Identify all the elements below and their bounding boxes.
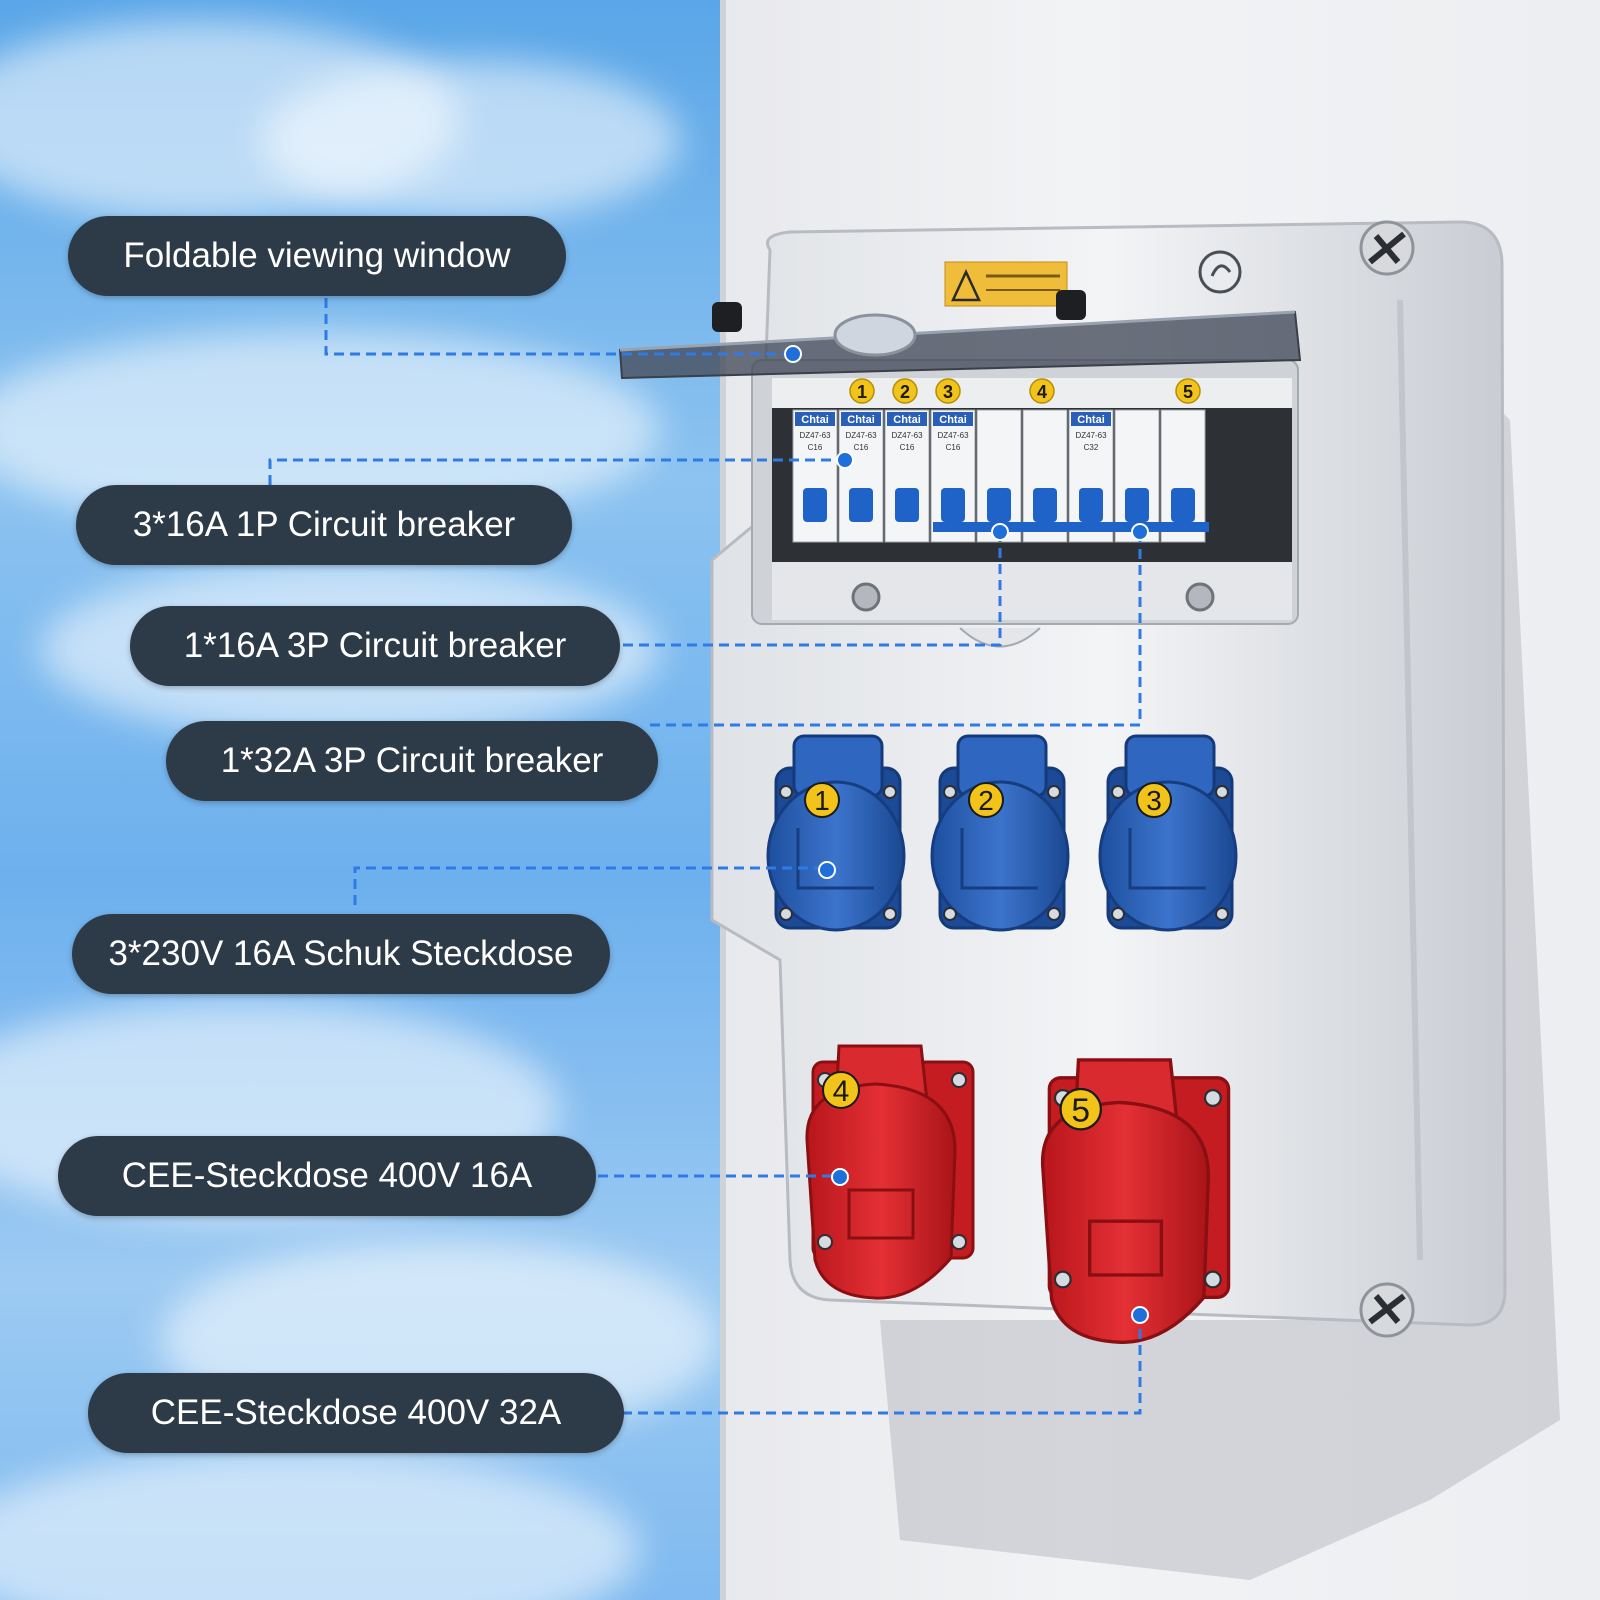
breaker-brand: Chtai — [1077, 414, 1105, 426]
breaker-toggle — [1125, 488, 1149, 522]
schuko-number: 1 — [814, 785, 830, 816]
screw-bottom-right — [1359, 1282, 1415, 1338]
position-number: 3 — [943, 382, 953, 402]
breaker-module — [1022, 409, 1068, 543]
breaker-rating: C32 — [1084, 443, 1099, 452]
breaker-toggle — [1033, 488, 1057, 522]
breaker-toggle — [987, 488, 1011, 522]
position-number: 4 — [1037, 382, 1047, 402]
cee-number: 5 — [1071, 1093, 1090, 1130]
position-tag: 2 — [892, 378, 918, 404]
position-number: 5 — [1183, 382, 1193, 402]
position-tag: 3 — [935, 378, 961, 404]
breaker-toggle — [1079, 488, 1103, 522]
tie-bar-16a — [933, 522, 1071, 532]
schuko-number: 2 — [978, 785, 994, 816]
breaker-rating: C16 — [808, 443, 823, 452]
breaker-toggle — [941, 488, 965, 522]
schuko-socket: 2 — [930, 734, 1070, 932]
breaker-module — [1160, 409, 1206, 543]
breaker-brand: Chtai — [801, 414, 829, 426]
breaker-model: DZ47-63 — [1075, 431, 1107, 440]
label-breaker-32a-3p: 1*32A 3P Circuit breaker — [166, 721, 658, 801]
breaker-model: DZ47-63 — [799, 431, 831, 440]
breaker-brand: Chtai — [847, 414, 875, 426]
breaker-toggle — [849, 488, 873, 522]
label-breaker-16a-3p: 1*16A 3P Circuit breaker — [130, 606, 620, 686]
lock-icon — [1198, 250, 1242, 294]
schuko-socket: 1 — [766, 734, 906, 932]
breaker-group: ChtaiDZ47-63C16ChtaiDZ47-63C16ChtaiDZ47-… — [792, 378, 1209, 543]
breaker-model: DZ47-63 — [891, 431, 923, 440]
cee-socket-group: 45 — [805, 1044, 1231, 1344]
breaker-brand: Chtai — [939, 414, 967, 426]
breaker-rating: C16 — [854, 443, 869, 452]
label-cee-32a: CEE-Steckdose 400V 32A — [88, 1373, 624, 1453]
position-tag: 5 — [1175, 378, 1201, 404]
breaker-toggle — [1171, 488, 1195, 522]
cee-socket: 5 — [1040, 1058, 1231, 1344]
position-tag: 1 — [849, 378, 875, 404]
breaker-model: DZ47-63 — [937, 431, 969, 440]
label-cee-16a: CEE-Steckdose 400V 16A — [58, 1136, 596, 1216]
schuko-number: 3 — [1146, 785, 1162, 816]
position-tag: 4 — [1029, 378, 1055, 404]
breaker-toggle — [803, 488, 827, 522]
breaker-module — [976, 409, 1022, 543]
label-schuko: 3*230V 16A Schuk Steckdose — [72, 914, 610, 994]
position-number: 1 — [857, 382, 867, 402]
tie-bar-32a — [1071, 522, 1209, 532]
cee-socket: 4 — [805, 1044, 975, 1300]
breaker-brand: Chtai — [893, 414, 921, 426]
cee-number: 4 — [833, 1075, 850, 1108]
breaker-toggle — [895, 488, 919, 522]
warning-sticker — [944, 261, 1068, 307]
schuko-socket: 3 — [1098, 734, 1238, 932]
position-number: 2 — [900, 382, 910, 402]
label-foldable-window: Foldable viewing window — [68, 216, 566, 296]
breaker-model: DZ47-63 — [845, 431, 877, 440]
screw-top-right — [1359, 220, 1415, 276]
schuko-socket-group: 1 2 3 — [766, 734, 1238, 932]
breaker-rating: C16 — [946, 443, 961, 452]
breaker-rating: C16 — [900, 443, 915, 452]
label-breaker-1p: 3*16A 1P Circuit breaker — [76, 485, 572, 565]
